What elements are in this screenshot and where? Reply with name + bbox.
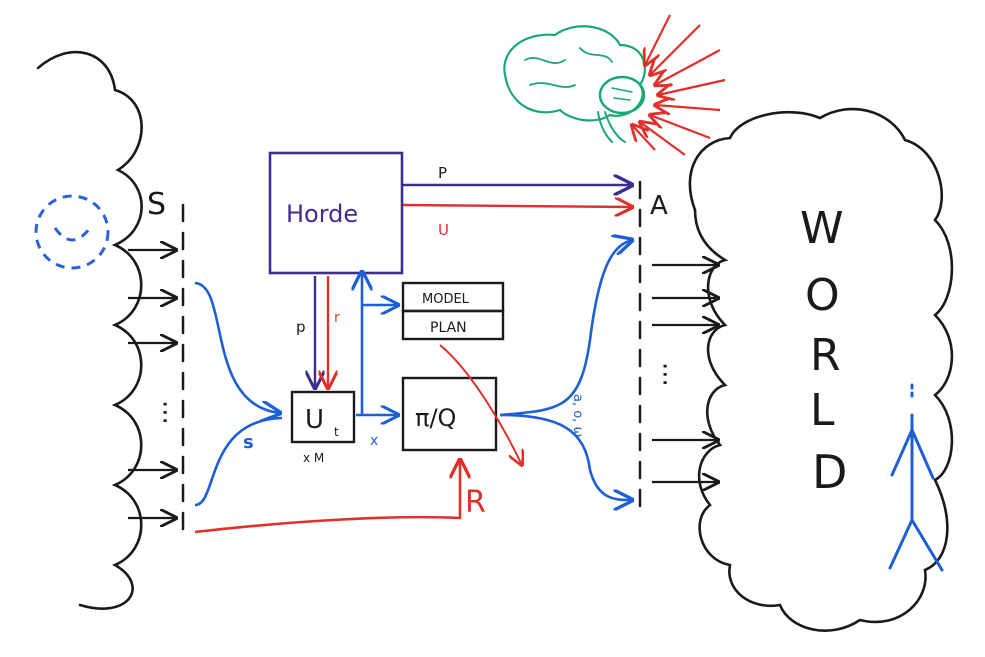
world-letter-d: D — [812, 445, 847, 499]
world-letter-l: L — [810, 385, 835, 436]
world-letters: W O R L D — [800, 203, 847, 499]
ellipsis-left: ··· — [149, 400, 179, 425]
ellipsis-right: ··· — [649, 362, 679, 387]
actuator-arrows — [652, 265, 718, 482]
world-letter-r: R — [810, 330, 841, 381]
policy-label: π/Q — [415, 404, 456, 432]
world-cloud-icon — [688, 107, 954, 632]
out-p-label: P — [438, 164, 447, 182]
horde-box — [268, 151, 404, 275]
reward-line — [194, 460, 460, 534]
update-label: U — [305, 405, 324, 435]
brain-icon — [503, 25, 646, 143]
stick-figure-icon — [888, 383, 944, 572]
plan-box — [401, 309, 505, 341]
update-box — [290, 390, 356, 444]
actuators-label: A — [650, 191, 668, 221]
plan-label: PLAN — [430, 320, 467, 336]
update-subscript: t — [334, 425, 339, 439]
r-arrow-label: r — [334, 310, 340, 326]
sensors-label: S — [147, 187, 166, 222]
sensor-arrows — [128, 250, 176, 518]
feature-signal-label: x — [370, 433, 378, 449]
p-arrow-label: p — [296, 318, 306, 336]
smiley-sun-icon — [34, 194, 110, 270]
update-caption: x M — [303, 451, 324, 465]
plan-to-action-arrow — [439, 344, 522, 465]
sensor-signal-label: s — [243, 432, 254, 453]
agent-cloud-icon — [36, 50, 143, 610]
actions-label: a, o, ω — [570, 394, 585, 437]
reward-label: R — [465, 485, 486, 520]
sensor-signal-curves — [194, 281, 282, 507]
policy-box — [401, 376, 498, 452]
action-fanout — [499, 240, 632, 500]
world-letter-o: O — [805, 270, 840, 321]
horde-u-arrow — [402, 205, 632, 207]
world-letter-w: W — [800, 203, 844, 254]
out-u-label: U — [438, 221, 449, 239]
model-label: MODEL — [422, 292, 470, 307]
brain-stimulus-arrows — [632, 14, 726, 156]
horde-label: Horde — [286, 200, 358, 228]
